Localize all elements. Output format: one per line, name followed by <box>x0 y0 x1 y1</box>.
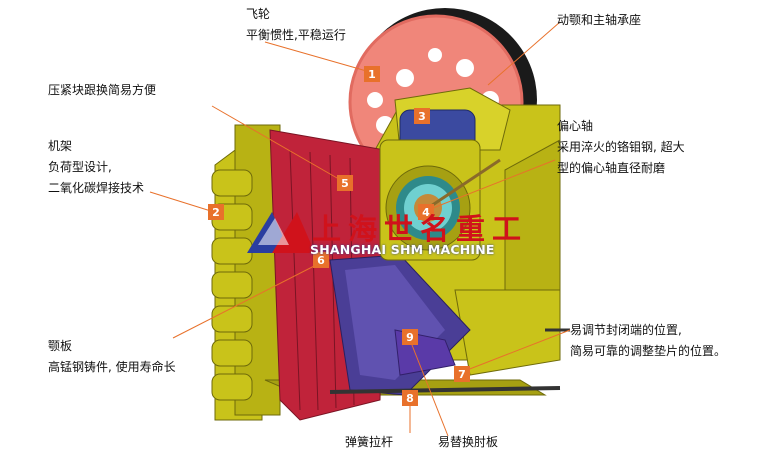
label-frame-title: 机架 <box>48 139 73 153</box>
label-movable-jaw-bearing: 动颚和主轴承座 <box>557 10 641 31</box>
badges: 1 2 3 4 5 6 7 8 9 <box>208 66 470 406</box>
svg-text:5: 5 <box>341 177 349 190</box>
label-jaw-plate: 颚板 高锰钢铸件, 使用寿命长 <box>48 336 176 378</box>
watermark-english: SHANGHAI SHM MACHINE <box>310 242 495 257</box>
label-frame-line2: 二氧化碳焊接技术 <box>48 181 145 195</box>
label-spring-rod-title: 弹簧拉杆 <box>345 435 394 449</box>
label-adjust-line1: 易调节封闭端的位置, <box>570 323 682 337</box>
label-flywheel-desc: 平衡惯性,平稳运行 <box>246 28 346 42</box>
badge-3: 3 <box>414 108 430 124</box>
label-eccentric-shaft-line2: 型的偏心轴直径耐磨 <box>557 161 666 175</box>
badge-6: 6 <box>313 252 329 268</box>
svg-text:8: 8 <box>406 392 414 405</box>
svg-text:9: 9 <box>406 331 414 344</box>
badge-2: 2 <box>208 204 224 220</box>
badge-4: 4 <box>418 204 434 220</box>
badge-9: 9 <box>402 329 418 345</box>
svg-text:3: 3 <box>418 110 426 123</box>
svg-text:2: 2 <box>212 206 220 219</box>
label-eccentric-shaft-title: 偏心轴 <box>557 119 594 133</box>
svg-text:4: 4 <box>422 206 430 219</box>
label-adjust-line2: 简易可靠的调整垫片的位置。 <box>570 344 727 358</box>
svg-text:6: 6 <box>317 254 325 267</box>
svg-text:1: 1 <box>368 68 376 81</box>
label-flywheel-title: 飞轮 <box>246 7 271 21</box>
label-jaw-plate-desc: 高锰钢铸件, 使用寿命长 <box>48 360 176 374</box>
label-frame-line1: 负荷型设计, <box>48 160 112 174</box>
label-eccentric-shaft-line1: 采用淬火的铬钼钢, 超大 <box>557 140 685 154</box>
label-spring-rod: 弹簧拉杆 <box>345 432 393 453</box>
label-movable-jaw-bearing-title: 动颚和主轴承座 <box>557 13 642 27</box>
leader-lines <box>149 21 571 437</box>
badge-7: 7 <box>454 366 470 382</box>
label-frame: 机架 负荷型设计, 二氧化碳焊接技术 <box>48 136 144 199</box>
label-compress-block: 压紧块跟换简易方便 <box>48 80 156 101</box>
label-toggle-plate-title: 易替换肘板 <box>438 435 499 449</box>
badge-8: 8 <box>402 390 418 406</box>
svg-text:7: 7 <box>458 368 466 381</box>
label-eccentric-shaft: 偏心轴 采用淬火的铬钼钢, 超大 型的偏心轴直径耐磨 <box>557 116 685 179</box>
label-flywheel: 飞轮 平衡惯性,平稳运行 <box>246 4 346 46</box>
watermark-logo <box>247 212 315 253</box>
label-adjust: 易调节封闭端的位置, 简易可靠的调整垫片的位置。 <box>570 320 726 362</box>
badge-5: 5 <box>337 175 353 191</box>
watermark-chinese: 上海世名重工 <box>312 212 529 246</box>
label-toggle-plate: 易替换肘板 <box>438 432 498 453</box>
label-compress-block-title: 压紧块跟换简易方便 <box>48 83 157 97</box>
label-jaw-plate-title: 颚板 <box>48 339 73 353</box>
badge-1: 1 <box>364 66 380 82</box>
